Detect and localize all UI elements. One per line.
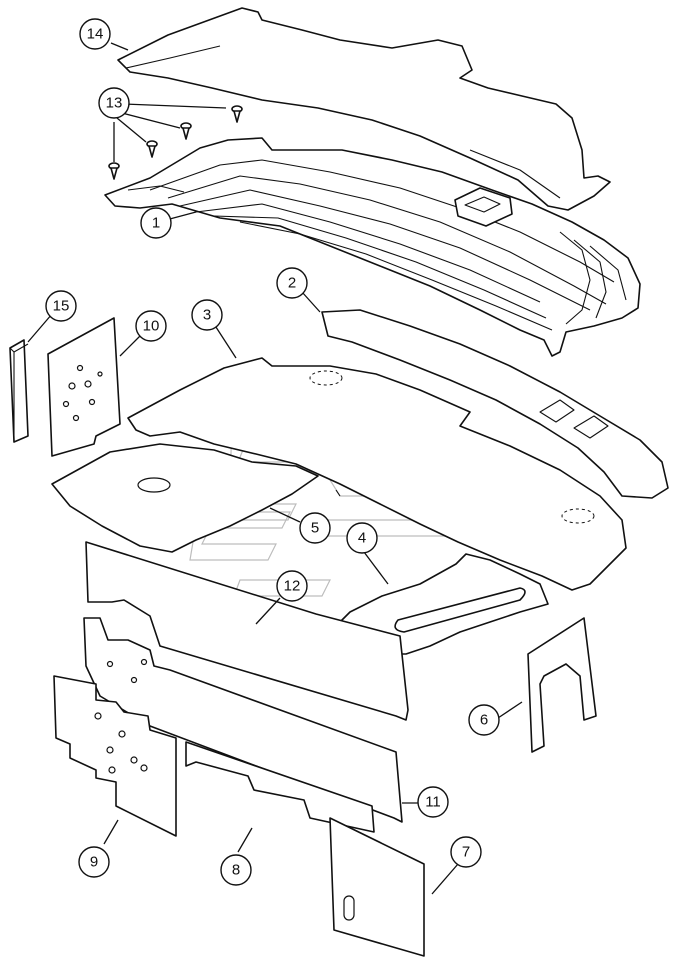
callout-13: 13: [98, 87, 130, 119]
callout-label-13: 13: [106, 95, 123, 112]
callout-label-10: 10: [143, 318, 160, 335]
callout-15: 15: [45, 290, 77, 322]
callout-9: 9: [78, 846, 110, 878]
part-14-top-panel: [117, 7, 611, 211]
callout-6: 6: [468, 704, 500, 736]
callout-label-3: 3: [203, 307, 211, 324]
part-8-small-strip: [185, 741, 375, 833]
part-3-floor-mat: [127, 357, 627, 591]
callout-7: 7: [450, 836, 482, 868]
part-6-u-panel: [527, 617, 597, 753]
callout-label-15: 15: [53, 298, 70, 315]
callout-14: 14: [79, 18, 111, 50]
callout-12: 12: [276, 570, 308, 602]
part-15-end-block: [9, 339, 29, 443]
callout-5: 5: [299, 512, 331, 544]
callout-label-12: 12: [284, 578, 301, 595]
callout-label-7: 7: [462, 844, 470, 861]
callout-1: 1: [140, 207, 172, 239]
leader-lines: [27, 42, 523, 895]
callout-2: 2: [276, 267, 308, 299]
part-10-small-plate: [47, 317, 121, 457]
callout-label-11: 11: [425, 794, 441, 811]
callout-label-1: 1: [152, 215, 160, 232]
callout-4: 4: [346, 522, 378, 554]
screw-2: [180, 122, 192, 140]
part-2-curved-strip: [321, 309, 669, 499]
callout-label-4: 4: [358, 530, 366, 547]
callout-8: 8: [220, 854, 252, 886]
callout-label-2: 2: [288, 275, 296, 292]
callout-3: 3: [191, 299, 223, 331]
part-12-long-strip: [85, 541, 409, 721]
callout-label-8: 8: [232, 862, 240, 879]
callout-label-9: 9: [90, 854, 98, 871]
part-7-slot-plate: [329, 817, 425, 957]
part-1-main-tray: [104, 137, 641, 357]
part-9-plate-with-holes: [53, 675, 177, 837]
part-13-screws: [108, 105, 243, 180]
screw-4: [108, 162, 120, 180]
screw-1: [231, 105, 243, 123]
callout-label-14: 14: [87, 26, 104, 43]
callout-11: 11: [417, 786, 449, 818]
screw-3: [146, 140, 158, 158]
part-5-floor-pad: [51, 443, 319, 553]
callout-label-5: 5: [311, 520, 319, 537]
callout-10: 10: [135, 310, 167, 342]
callout-label-6: 6: [480, 712, 488, 729]
